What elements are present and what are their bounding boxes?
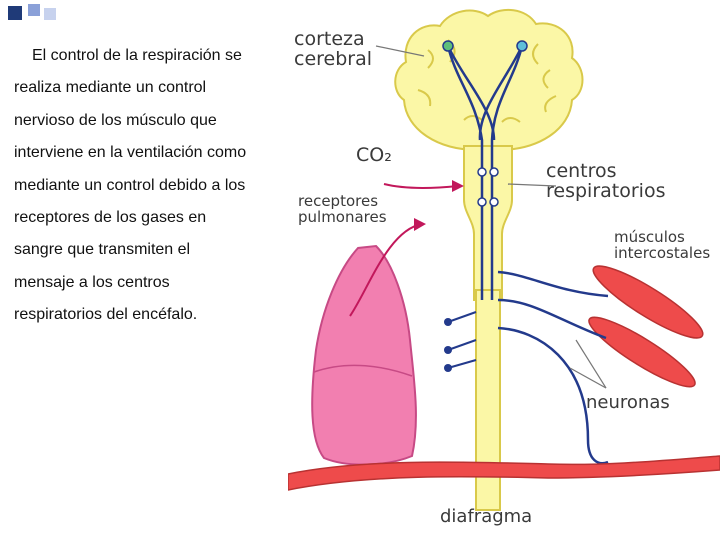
label-diafragma: diafragma (440, 508, 532, 527)
lung-receptor-arrow (414, 218, 426, 231)
paragraph-line-7: sangre que transmiten el (14, 234, 284, 266)
cortex-neuron-right (517, 41, 527, 51)
label-respiratorios: respiratorios (546, 182, 665, 202)
deco-square-2 (28, 4, 40, 16)
neuron-axons-left (448, 312, 476, 368)
deco-square-1 (8, 6, 22, 20)
paragraph-line-9: respiratorios del encéfalo. (14, 299, 284, 331)
diagram-svg (288, 0, 720, 540)
label-corteza: corteza (294, 30, 372, 50)
brainstem (464, 146, 512, 300)
label-co2: CO₂ (356, 146, 392, 166)
label-centros: centros (546, 162, 665, 182)
label-corteza-cerebral: corteza cerebral (294, 30, 372, 70)
co2-arrowhead (452, 180, 464, 192)
label-intercostales: intercostales (614, 246, 710, 262)
respiration-control-diagram: corteza cerebral CO₂ centros respiratori… (288, 0, 720, 540)
paragraph-line-5: mediante un control debido a los (14, 170, 284, 202)
label-centros-respiratorios: centros respiratorios (546, 162, 665, 202)
label-neuronas: neuronas (586, 394, 670, 413)
cortex-neuron-left (443, 41, 453, 51)
deco-square-3 (44, 8, 56, 20)
lung (312, 246, 416, 465)
paragraph-line-6: receptores de los gases en (14, 202, 284, 234)
label-musculos-intercostales: músculos intercostales (614, 230, 710, 262)
brain-cortex (395, 10, 582, 150)
neuron-cell-bodies (444, 318, 452, 372)
explanation-paragraph: El control de la respiración se realiza … (14, 40, 284, 332)
corner-decoration (0, 0, 80, 30)
paragraph-line-4: interviene en la ventilación como (14, 137, 284, 169)
paragraph-line-3: nervioso de los músculo que (14, 105, 284, 137)
paragraph-line-1: El control de la respiración se (14, 40, 284, 72)
label-receptores-pulmonares: receptores pulmonares (298, 194, 387, 226)
paragraph-line-2: realiza mediante un control (14, 72, 284, 104)
label-cerebral: cerebral (294, 50, 372, 70)
label-pulmonares: pulmonares (298, 210, 387, 226)
paragraph-line-8: mensaje a los centros (14, 267, 284, 299)
motor-neurons (498, 272, 608, 463)
co2-arrow (384, 184, 458, 188)
